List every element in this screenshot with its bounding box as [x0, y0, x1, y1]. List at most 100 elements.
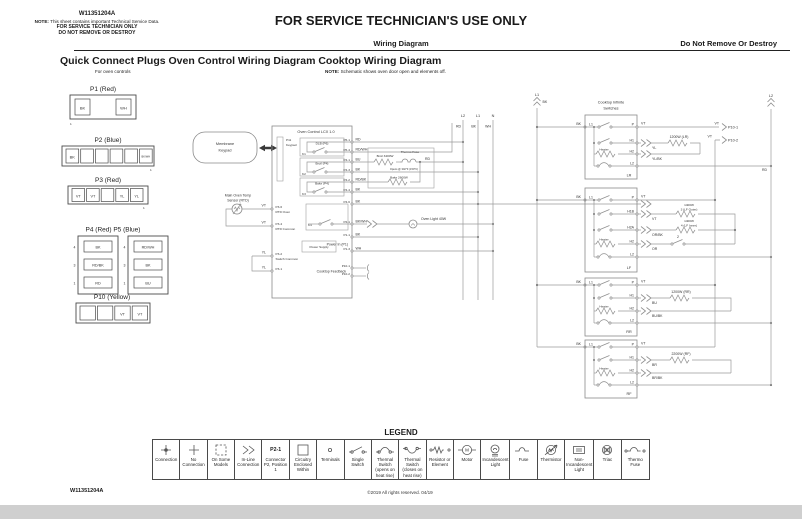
wire-label: BK — [356, 188, 361, 192]
quick-connect-plugs: P1 (Red) BK WH 1 P2 (Blue) BK BK/WH 1 P3… — [61, 86, 169, 324]
thermal-switch-close-icon — [403, 446, 422, 454]
plug-cell-label: BU — [145, 282, 151, 286]
wire-label: BK — [471, 125, 476, 129]
oven-control-box: Oven Control LCX 1.0 P11 Keypad — [271, 125, 353, 299]
plug-cell-label: VT — [137, 313, 143, 317]
wire-label: RD — [425, 157, 431, 161]
pin-label: L1 — [589, 343, 593, 347]
doc-number: W11351204A — [78, 11, 116, 17]
pin-label: H1 — [630, 294, 635, 298]
pin-label: P10-1 — [342, 264, 351, 268]
plug-p3: P3 (Red) VT VT YL YL 1 — [67, 177, 149, 210]
wire-label: OR/BK — [652, 233, 664, 237]
relay-id: K2 — [302, 172, 306, 176]
no-connection-icon — [188, 444, 199, 455]
note-text: This sheet contains important Technical … — [50, 18, 160, 24]
note-text: Schematic shows oven door open and eleme… — [340, 69, 446, 74]
legend-label: Incandescent Light — [482, 457, 509, 468]
plug-cell-label: BK/WH — [142, 155, 151, 159]
power-supply-box: Power Supply Power In (P1) Cooktop Feedb… — [301, 240, 348, 274]
inline-connector-icon — [533, 97, 541, 106]
legend-item: Thermal Switch (closes on heat rise) — [399, 440, 427, 479]
membrane-label: Keypad — [219, 149, 232, 153]
pin-number: 3 — [124, 264, 126, 268]
pin-label: L2 — [630, 162, 634, 166]
switch-number: 2 — [677, 235, 679, 239]
pin-label: P6-4 — [343, 148, 350, 152]
wire-label: BK — [576, 195, 581, 199]
wire-label: RD/BK — [356, 178, 367, 182]
wire-label: BK — [576, 122, 581, 126]
cooktop-l2-bus: L2 RD — [762, 94, 775, 385]
wire-label: BK — [576, 342, 581, 346]
pin-label: P10-2 — [342, 272, 351, 276]
relay-id: K3 — [302, 192, 306, 196]
wire-label: OR — [652, 247, 658, 251]
relay-k4: K4 — [305, 203, 351, 231]
relay-name: Bake (P4) — [315, 182, 329, 186]
plug-cell-label: VT — [76, 195, 82, 199]
wire-label: VT — [708, 135, 713, 139]
pin-label: P4-2 — [343, 178, 350, 182]
plug-cell-label: RD/BK — [92, 264, 104, 268]
double-arrow-icon — [259, 144, 277, 152]
thermo-fuse-label: Thermo Fuse — [401, 150, 420, 154]
wire-label: BK — [576, 280, 581, 284]
relay-id: K4 — [308, 223, 312, 227]
legend-label: Connector P2, Position 1 — [263, 457, 288, 473]
resistor-icon — [429, 445, 451, 454]
note-prefix: NOTE: — [325, 69, 340, 74]
oven-right-pins: P6-1 RD P6-4 RD/WH P4-1 BU P4-3 BK P4-2 … — [342, 123, 652, 280]
legend-item: Single Switch — [345, 440, 372, 479]
legend-item: In-Line Connection — [235, 440, 263, 479]
plug-cell-label: YL — [134, 195, 139, 199]
connection-icon — [161, 444, 172, 455]
legend-item: P2-1 Connector P2, Position 1 — [262, 440, 290, 479]
thermo-fuse-icon — [624, 446, 646, 453]
relay-id: K1 — [302, 152, 306, 156]
oven-light-label: Oven Light 40W — [421, 217, 447, 221]
bus-label: N — [492, 114, 495, 118]
pin-number: 1 — [124, 282, 126, 286]
pin-label: P4-4 — [343, 188, 350, 192]
wire-label: RD — [456, 125, 462, 129]
wire-label: VT — [262, 221, 267, 225]
bus-label: L2 — [461, 114, 465, 118]
wire-label: RD/WH — [356, 148, 368, 152]
p11-keypad-connector — [276, 136, 284, 182]
cooktop-switch-rf: L1 P H1 H2 L2 RF Heater VT BR 2200W (RF)… — [584, 339, 773, 399]
plug-p4-p5-label: P4 (Red) P5 (Blue) — [86, 227, 141, 234]
thermistor-icon — [544, 444, 558, 455]
non-incandescent-light-icon — [573, 445, 586, 454]
bus-label: L1 — [476, 114, 480, 118]
wire-label: RD — [762, 168, 768, 172]
schematic-note: NOTE: Schematic shows oven door open and… — [325, 69, 446, 74]
wire-label: YL — [262, 251, 266, 255]
burner-id: LR — [627, 174, 632, 178]
legend-item: On Some Models — [208, 440, 236, 479]
legend-label: On Some Models — [211, 457, 231, 468]
element-label: 1400W — [684, 203, 694, 207]
connector-label: P10-2 — [728, 139, 738, 143]
legend-label: Triac — [602, 457, 613, 462]
plug-cell-label: VT — [90, 195, 96, 199]
pin-label: P3-1 — [276, 267, 283, 271]
legend-item: Thermo Fuse — [622, 440, 649, 479]
plug-p2-label: P2 (Blue) — [94, 137, 121, 144]
cooktop-switch-rr: L1 P H1 H2 L2 RR Heater VT BU 1200W (RR)… — [584, 277, 773, 337]
wire-label: RD — [356, 138, 362, 142]
motor-icon: M — [458, 444, 477, 455]
incandescent-light-icon — [490, 444, 500, 456]
cooktop-switch-lf: L1 P H1B H2A H2 L2 LF Heater VT VT 1400W… — [584, 187, 773, 273]
wire-label: BR — [652, 363, 657, 367]
inline-connector-icon — [767, 98, 775, 107]
burner-id: RF — [626, 392, 632, 396]
single-switch-icon — [348, 445, 367, 454]
pin-label: H1 — [630, 139, 635, 143]
pin-label: L2 — [630, 253, 634, 257]
burner-id: RR — [626, 330, 632, 334]
for-service-line: FOR SERVICE TECHNICIAN ONLY — [56, 24, 138, 31]
element-label: 1400W — [684, 219, 694, 223]
plug-p1: P1 (Red) BK WH 1 — [69, 86, 137, 126]
bus-label: L1 — [535, 93, 539, 97]
